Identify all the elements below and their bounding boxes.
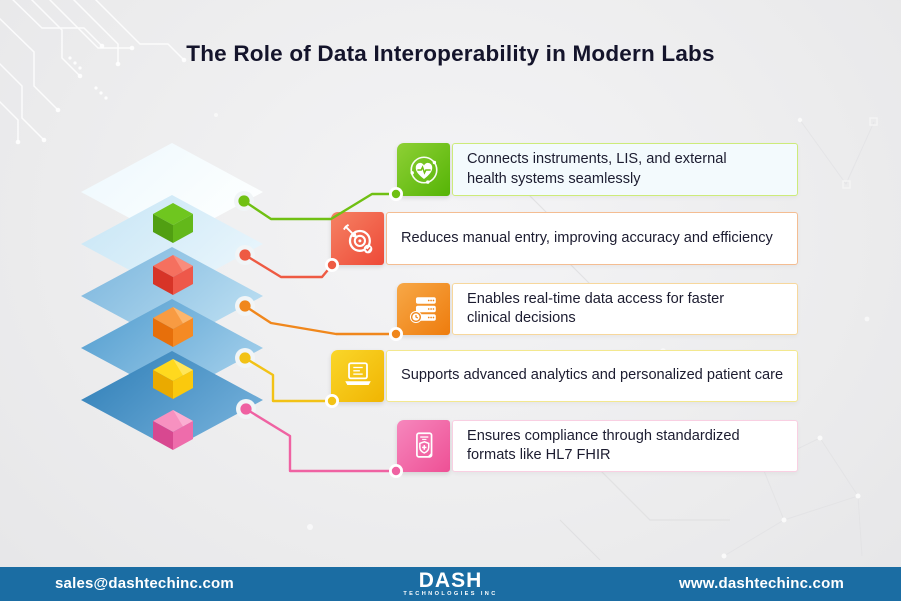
logo-wordmark: DASH bbox=[418, 569, 483, 592]
footer-bar: sales@dashtechinc.com DASH TECHNOLOGIES … bbox=[0, 567, 901, 601]
heart-pulse-icon bbox=[397, 143, 450, 196]
callout-label: Supports advanced analytics and personal… bbox=[401, 367, 784, 384]
page-title: The Role of Data Interoperability in Mod… bbox=[186, 41, 715, 66]
callout-text-box: Supports advanced analytics and personal… bbox=[386, 350, 798, 402]
callout-connectivity: Connects instruments, LIS, and external … bbox=[397, 143, 798, 196]
contact-email[interactable]: sales@dashtechinc.com bbox=[55, 575, 234, 592]
callout-label: Enables real-time data access for faster… bbox=[467, 290, 725, 326]
callout-label: Ensures compliance through standardized … bbox=[467, 427, 740, 463]
cube-pink bbox=[153, 410, 193, 450]
callout-label: Reduces manual entry, improving accuracy… bbox=[401, 229, 773, 246]
layer-dots bbox=[238, 195, 252, 415]
target-dart-icon bbox=[331, 212, 384, 265]
callout-accuracy: Reduces manual entry, improving accuracy… bbox=[331, 212, 798, 265]
callout-analytics: Supports advanced analytics and personal… bbox=[331, 350, 798, 402]
cube-orange bbox=[153, 307, 193, 347]
cube-yellow bbox=[153, 359, 193, 399]
callout-compliance: Ensures compliance through standardized … bbox=[397, 420, 798, 472]
document-shield-icon bbox=[397, 420, 450, 472]
callout-text-box: Connects instruments, LIS, and external … bbox=[452, 143, 798, 196]
cube-green bbox=[153, 203, 193, 243]
circuit-pattern bbox=[0, 0, 185, 142]
stack-layers bbox=[81, 143, 263, 449]
callout-text-box: Reduces manual entry, improving accuracy… bbox=[386, 212, 798, 265]
layer-notch-rings bbox=[234, 191, 256, 419]
server-clock-icon bbox=[397, 283, 450, 335]
laptop-analytics-icon bbox=[331, 350, 384, 402]
website-link[interactable]: www.dashtechinc.com bbox=[679, 575, 844, 592]
callout-text-box: Enables real-time data access for faster… bbox=[452, 283, 798, 335]
stack-cubes bbox=[153, 203, 193, 450]
callout-realtime: Enables real-time data access for faster… bbox=[397, 283, 798, 335]
callout-label: Connects instruments, LIS, and external … bbox=[467, 151, 727, 187]
callout-text-box: Ensures compliance through standardized … bbox=[452, 420, 798, 472]
cube-red bbox=[153, 255, 193, 295]
logo-subtitle: TECHNOLOGIES INC bbox=[403, 591, 498, 597]
company-logo: DASH TECHNOLOGIES INC bbox=[403, 569, 498, 597]
